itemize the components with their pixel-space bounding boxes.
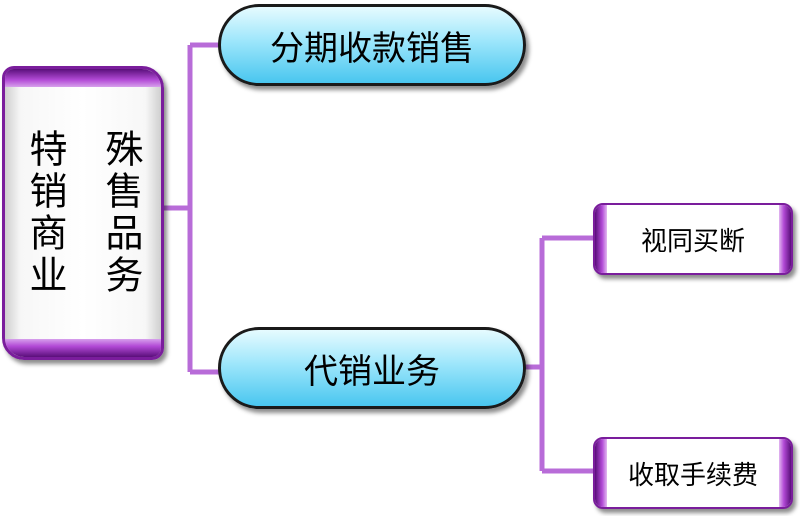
branch-node-installment: 分期收款销售	[218, 4, 526, 86]
leaf-node-buyout: 视同买断	[593, 203, 793, 275]
branch-label-consignment: 代销业务	[304, 351, 440, 392]
root-label-right: 殊售品务	[99, 129, 143, 297]
branch-node-consignment: 代销业务	[218, 327, 526, 409]
leaf-label-buyout: 视同买断	[640, 226, 745, 257]
leaf-label-commission: 收取手续费	[627, 460, 758, 491]
branch-label-installment: 分期收款销售	[270, 28, 474, 69]
root-label-left: 特销商业	[23, 129, 67, 297]
leaf-node-commission: 收取手续费	[593, 437, 793, 509]
root-node: 特销商业 殊售品务	[2, 66, 164, 360]
